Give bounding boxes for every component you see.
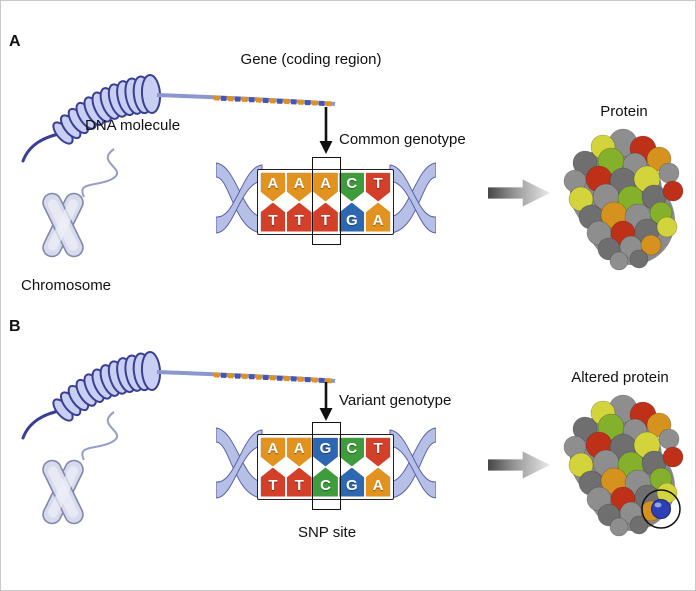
helix-ribbons-illustration: [216, 427, 436, 499]
base-cell: C: [313, 467, 338, 497]
dna-molecule-label: DNA molecule: [85, 117, 181, 134]
base-cell: T: [365, 437, 391, 467]
right-arrow-icon: [488, 451, 550, 479]
dna-helix: A A G C T T T C G A: [216, 422, 436, 512]
protein-illustration: [563, 128, 684, 271]
base-cell: A: [260, 437, 286, 467]
gene-coding-region-label: Gene (coding region): [240, 51, 382, 68]
top-strand: A A A C T: [260, 172, 391, 202]
panel-a-letter: A: [9, 33, 21, 50]
base-cell: T: [313, 202, 338, 232]
dna-helix: A A A C T T T T G A: [216, 157, 436, 247]
top-strand: A A G C T: [260, 437, 391, 467]
bottom-strand: T T T G A: [260, 202, 391, 232]
common-genotype-label: Common genotype: [339, 131, 466, 148]
base-cell: T: [260, 202, 286, 232]
base-cell: T: [365, 172, 391, 202]
base-cell: C: [339, 172, 365, 202]
dna-squiggle-illustration: [81, 148, 119, 198]
base-cell: G: [339, 202, 365, 232]
base-cell: C: [339, 437, 365, 467]
panel-b-letter: B: [9, 318, 21, 335]
chromosome-illustration: [42, 192, 84, 258]
base-cell: A: [260, 172, 286, 202]
base-cell: T: [286, 467, 312, 497]
base-cell: T: [286, 202, 312, 232]
genotype-box: A A G C T T T C G A: [257, 434, 394, 500]
base-cell: A: [286, 437, 312, 467]
altered-protein-label: Altered protein: [571, 369, 669, 386]
genotype-box: A A A C T T T T G A: [257, 169, 394, 235]
base-cell: T: [260, 467, 286, 497]
panel-a: A Gene (coding region) DNA molecule Chro…: [1, 29, 695, 314]
down-arrow-icon: [319, 107, 333, 154]
base-cell: G: [313, 437, 338, 467]
variant-genotype-label: Variant genotype: [339, 392, 452, 409]
base-cell: A: [313, 172, 338, 202]
dna-squiggle-illustration: [81, 411, 119, 461]
chromosome-illustration: [42, 459, 84, 525]
base-cell: G: [339, 467, 365, 497]
base-cell: A: [365, 202, 391, 232]
base-cell: A: [365, 467, 391, 497]
down-arrow-icon: [319, 382, 333, 421]
base-cell: A: [286, 172, 312, 202]
protein-label: Protein: [600, 103, 648, 120]
helix-ribbons-illustration: [216, 162, 436, 234]
panel-b: B Variant genotype A A G: [1, 314, 695, 590]
altered-protein-illustration: [563, 394, 684, 537]
dna-coil-illustration: [21, 74, 336, 163]
dna-coil-illustration: [21, 351, 336, 440]
snp-site-label: SNP site: [297, 524, 357, 541]
bottom-strand: T T C G A: [260, 467, 391, 497]
right-arrow-icon: [488, 179, 550, 207]
chromosome-label: Chromosome: [21, 277, 112, 294]
